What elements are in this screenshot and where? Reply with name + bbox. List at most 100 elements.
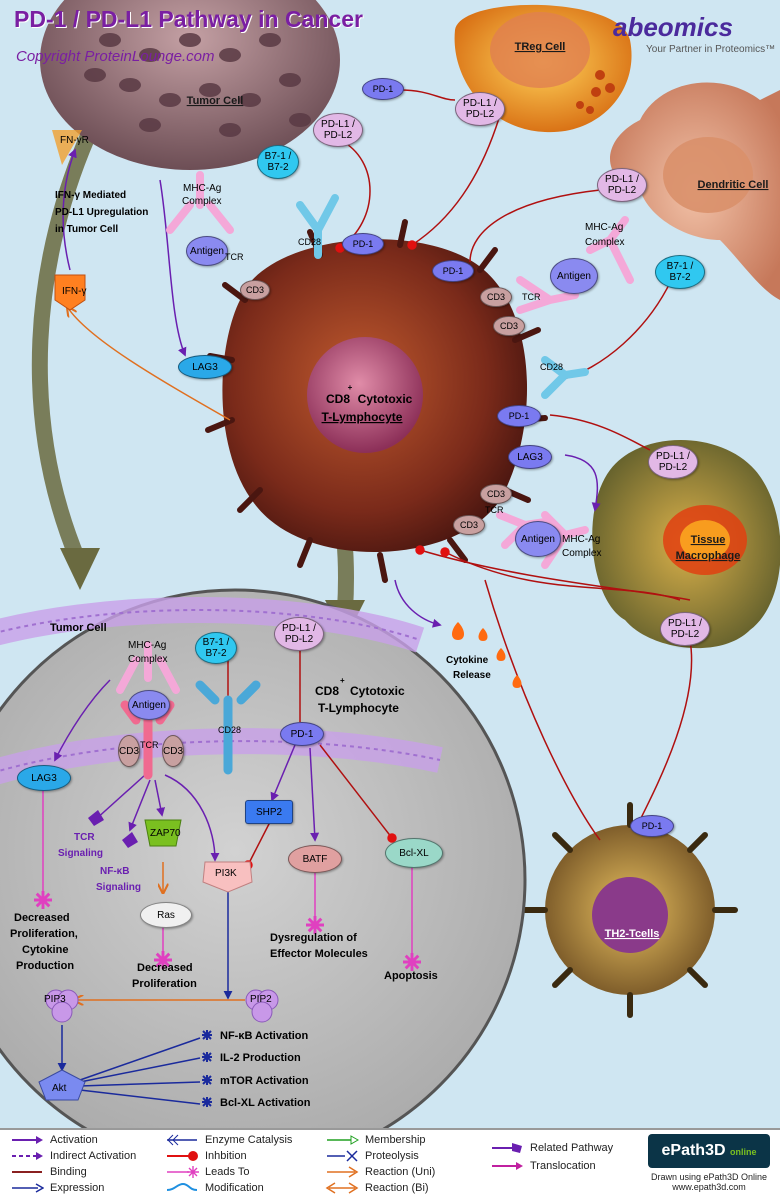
zoom-tumor-label: Tumor Cell [50, 622, 107, 634]
out-nfkb: NF-κB Activation [220, 1030, 309, 1042]
shp2-zoom-node: SHP2 [245, 800, 293, 824]
dec-1: Decreased [137, 962, 193, 974]
mhc-dc-label-2: Complex [585, 237, 625, 248]
dendritic-cell-label: Dendritic Cell [698, 179, 769, 191]
epath-credit-line2: www.epath3d.com [672, 1182, 746, 1192]
legend-translocation-label: Translocation [530, 1160, 596, 1172]
batf-zoom-node: BATF [288, 845, 342, 873]
cd3-b-node: CD3 [480, 287, 512, 307]
macrophage-label-1: Tissue [691, 534, 726, 546]
pdl1-tumor-text-1: PD-L2 [323, 130, 353, 141]
dec-prolif-4: Production [16, 960, 75, 972]
brand-tagline: Your Partner in Proteomics™ [646, 44, 776, 55]
out-bclxl: Bcl-XL Activation [220, 1097, 311, 1109]
th2-cell-label: TH2-Tcells [605, 928, 660, 940]
b7-dc-text-0: B7-1 / [666, 261, 694, 272]
mhc-mac-label-2: Complex [562, 548, 602, 559]
lag3-mac-text-0: LAG3 [517, 451, 543, 463]
zoom-cd8-1: CD8 [315, 684, 340, 698]
bclxl-zoom-node: Bcl-XL [385, 838, 443, 868]
legend: Activation Indirect Activation Binding E… [0, 1128, 780, 1202]
legend-activation-label: Activation [50, 1134, 98, 1146]
pd1-tcell-top-node: PD-1 [342, 233, 384, 255]
legend-leads-label: Leads To [205, 1166, 250, 1178]
copyright: Copyright ProteinLounge.com [16, 48, 215, 65]
cd3-d-node: CD3 [480, 484, 512, 504]
legend-indirect: Indirect Activation [10, 1150, 136, 1162]
cytokine-label-1: Cytokine [446, 655, 489, 666]
pd1-tcell-top-text-0: PD-1 [352, 238, 374, 249]
legend-reaction-bi: Reaction (Bi) [325, 1182, 429, 1194]
dysreg-1: Dysregulation of [270, 932, 357, 944]
tcr-sig-1: TCR [74, 832, 95, 843]
ifn-gamma-shape [54, 274, 86, 311]
pdl1-mac-bottom-text-0: PD-L1 / [668, 618, 702, 629]
antigen-dc-text-0: Antigen [557, 270, 591, 282]
cd8-label-cytotoxic: Cytotoxic [358, 392, 413, 406]
b7-zoom-node: B7-1 /B7-2 [195, 632, 237, 664]
tcr-sig-2: Signaling [58, 848, 103, 859]
legend-leads: Leads To [165, 1166, 249, 1178]
macrophage-label-2: Macrophage [676, 550, 741, 562]
legend-translocation: Translocation [490, 1160, 596, 1172]
pip3-shape [45, 989, 79, 1023]
pi3k-shape [202, 861, 253, 893]
dysreg-2: Effector Molecules [270, 948, 368, 960]
zoom-cd8-sup: + [340, 676, 345, 685]
cd3-zoom-b-text-0: CD3 [163, 745, 184, 757]
b7-dc-node: B7-1 /B7-2 [655, 255, 705, 289]
b7-dc-text-1: B7-2 [669, 272, 691, 283]
b7-tumor-text-0: B7-1 / [264, 151, 292, 162]
dec-prolif-1: Decreased [14, 912, 70, 924]
pi3k-label: PI3K [215, 868, 237, 879]
pdl1-dc-text-1: PD-L2 [607, 185, 637, 196]
epath-logo-sub: online [729, 1147, 757, 1157]
out-il2: IL-2 Production [220, 1052, 301, 1064]
zoom-cd28-label: CD28 [218, 725, 242, 735]
lag3-zoom-node: LAG3 [17, 765, 71, 791]
pdl1-zoom-text-0: PD-L1 / [282, 623, 316, 634]
apoptosis-label: Apoptosis [384, 970, 438, 982]
b7-zoom-text-0: B7-1 / [202, 637, 230, 648]
pdl1-zoom-node: PD-L1 /PD-L2 [274, 617, 324, 651]
pdl1-mac-top-node: PD-L1 /PD-L2 [648, 445, 698, 479]
legend-reaction-uni: Reaction (Uni) [325, 1166, 435, 1178]
legend-modification-label: Modification [205, 1182, 264, 1194]
pdl1-mac-top-text-0: PD-L1 / [656, 451, 690, 462]
b7-tumor-node: B7-1 /B7-2 [257, 145, 299, 179]
lag3-tcell-node: LAG3 [178, 355, 232, 379]
dec-prolif-2: Proliferation, [10, 928, 78, 940]
pd1-tcell-right-node: PD-1 [432, 260, 474, 282]
pd1-th2-text-0: PD-1 [641, 820, 663, 831]
legend-activation: Activation [10, 1134, 98, 1146]
legend-proteolysis: Proteolysis [325, 1150, 419, 1162]
pdl1-tumor-node: PD-L1 /PD-L2 [313, 113, 363, 147]
epath3d-logo: ePath3D online [648, 1134, 770, 1168]
cd8-label-sup: + [348, 383, 353, 392]
legend-membership-label: Membership [365, 1134, 426, 1146]
mhc-mac-label-1: MHC-Ag [562, 534, 601, 545]
pdl1-dc-node: PD-L1 /PD-L2 [597, 168, 647, 202]
legend-related-label: Related Pathway [530, 1142, 614, 1154]
pdl1-zoom-text-1: PD-L2 [284, 634, 314, 645]
diagram-labels: Tumor Cell TReg Cell Dendritic Cell Tiss… [187, 41, 769, 940]
cd3-d-text-0: CD3 [486, 488, 505, 499]
zap70-label: ZAP70 [150, 828, 181, 839]
ras-zoom-text-0: Ras [157, 909, 175, 921]
lag3-zoom-text-0: LAG3 [31, 772, 57, 784]
th2-cell [522, 802, 738, 1018]
mhc-dc-label-1: MHC-Ag [585, 222, 624, 233]
brand-logo: abeomics [613, 12, 733, 42]
ifn-note-1: IFN-γ Mediated [55, 190, 127, 201]
antigen-tumor-node: Antigen [186, 236, 228, 266]
cd3-c-text-0: CD3 [499, 320, 518, 331]
pdl1-mac-top-text-1: PD-L2 [658, 462, 688, 473]
pd1-tcell-mid-text-0: PD-1 [508, 410, 530, 421]
pip3-label: PIP3 [44, 994, 66, 1005]
cd3-zoom-a-node: CD3 [118, 735, 140, 767]
pdl1-treg-text-1: PD-L2 [465, 109, 495, 120]
legend-enzyme: Enzyme Catalysis [165, 1134, 292, 1146]
pip2-label: PIP2 [250, 994, 272, 1005]
